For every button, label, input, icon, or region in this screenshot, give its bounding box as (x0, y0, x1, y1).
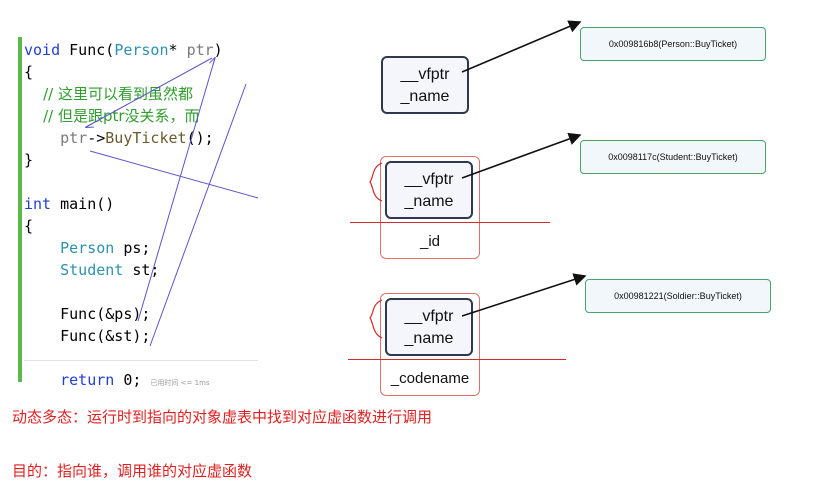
change-gutter-bar (18, 37, 22, 382)
code-line: void Func(Person* ptr) (24, 41, 223, 59)
code-line: // 但是跟ptr没关系，而 (24, 107, 200, 125)
code-line: { (24, 63, 33, 81)
student-name-field: _name (404, 193, 454, 210)
dynamic-polymorphism-note: 动态多态：运行时到指向的对象虚表中找到对应虚函数进行调用 (12, 408, 433, 426)
student-vfptr-arrow (461, 132, 582, 179)
student-object-frame (380, 156, 480, 259)
code-token: // 这里可以看到虽然都 (24, 85, 193, 103)
soldier-brace (369, 299, 383, 339)
code-token: Func(&ps); (24, 305, 151, 323)
ptr-annotation-line (86, 57, 213, 127)
code-line: Person ps; (24, 239, 150, 257)
code-token: ) (213, 41, 223, 59)
student-brace (369, 162, 383, 202)
code-token: int (24, 195, 52, 213)
code-token: { (24, 63, 34, 81)
code-line: Student st; (24, 261, 159, 279)
code-line: Func(&ps); (24, 305, 150, 323)
soldier-codename-field: _codename (390, 370, 470, 387)
soldier-vfptr-arrow (461, 273, 587, 317)
code-line: } (24, 151, 33, 169)
code-token: BuyTicket (105, 129, 187, 147)
code-token: void (24, 41, 61, 59)
soldier-vtable-entry: 0x00981221(Soldier::BuyTicket) (585, 279, 771, 313)
code-line: int main() (24, 195, 114, 213)
code-token: st; (123, 261, 160, 279)
code-token: main() (51, 195, 115, 213)
soldier-vfptr-field: __vfptr (404, 308, 454, 325)
code-token: Func( (60, 41, 115, 59)
virtual-call-line (89, 150, 259, 199)
student-part-divider (350, 222, 550, 223)
soldier-object-frame (380, 293, 480, 396)
code-token: Student (60, 261, 124, 279)
code-token: ptr (60, 129, 88, 147)
person-vfptr-arrow (461, 20, 582, 73)
code-token: Func(&st); (24, 327, 151, 345)
person-object: __vfptr _name (381, 56, 469, 114)
code-token: 已用时间 <= 1ms (150, 379, 210, 387)
soldier-part-divider (348, 359, 566, 360)
soldier-name-field: _name (404, 330, 454, 347)
person-name-field: _name (400, 88, 450, 105)
code-token: Person (114, 41, 169, 59)
code-token: ps; (114, 239, 151, 257)
code-line: // 这里可以看到虽然都 (24, 85, 193, 103)
code-token: // 但是跟ptr没关系，而 (24, 107, 200, 125)
student-base-part: __vfptr _name (385, 161, 473, 219)
code-line: Func(&st); (24, 327, 150, 345)
student-id-field: _id (419, 233, 441, 250)
code-line: return 0; 已用时间 <= 1ms (24, 371, 210, 389)
code-editor: void Func(Person* ptr){ // 这里可以看到虽然都 // … (18, 37, 258, 389)
student-vfptr-field: __vfptr (404, 171, 454, 188)
student-vtable-entry: 0x0098117c(Student::BuyTicket) (580, 140, 766, 174)
editor-separator (24, 360, 258, 361)
ps-arrow-line (137, 58, 215, 322)
soldier-base-part: __vfptr _name (385, 298, 473, 356)
code-token: return (60, 371, 115, 389)
code-token: ptr (186, 41, 214, 59)
code-token: Person (60, 239, 115, 257)
person-vfptr-field: __vfptr (400, 66, 450, 83)
code-token: } (24, 151, 34, 169)
code-line: ptr->BuyTicket(); (24, 129, 214, 147)
code-token: -> (87, 129, 106, 147)
code-token: * (168, 41, 187, 59)
code-line: { (24, 217, 33, 235)
person-vtable-entry: 0x009816b8(Person::BuyTicket) (580, 27, 766, 61)
purpose-note: 目的：指向谁，调用谁的对应虚函数 (12, 462, 253, 480)
code-token: { (24, 217, 34, 235)
code-token: 0; (114, 371, 151, 389)
st-arrow-line (149, 83, 247, 347)
